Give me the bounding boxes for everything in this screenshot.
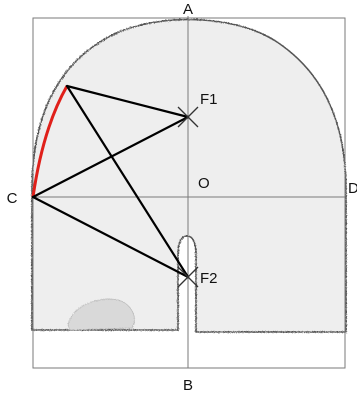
line-c-f2	[31, 195, 190, 279]
red-arc	[31, 85, 69, 198]
label-b: B	[183, 377, 193, 394]
label-f1: F1	[200, 91, 218, 108]
construction-lines	[31, 84, 190, 279]
specimen-outline	[31, 18, 347, 333]
focus-f1-marker	[177, 106, 199, 128]
label-a: A	[183, 1, 193, 18]
label-f2: F2	[200, 270, 218, 287]
focus-f2-marker	[177, 266, 199, 288]
line-p-f1	[65, 84, 190, 119]
label-c: C	[7, 190, 18, 207]
label-o: O	[198, 175, 210, 192]
line-c-f1	[31, 115, 190, 199]
specimen-texture	[67, 298, 135, 331]
label-d: D	[348, 180, 357, 197]
line-p-f2	[65, 84, 190, 279]
